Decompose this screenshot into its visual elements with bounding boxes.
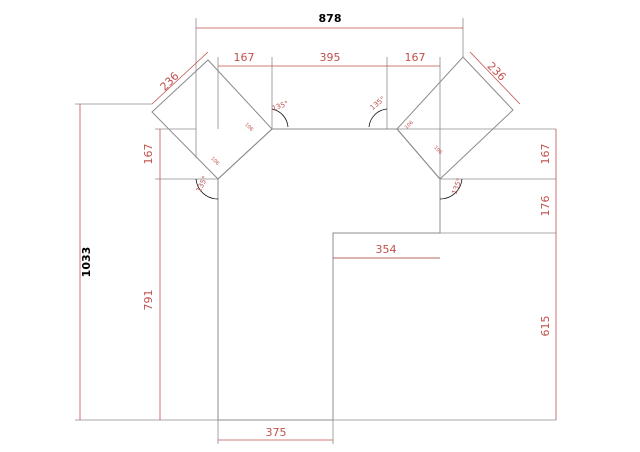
label-top-right-167: 167 <box>405 51 426 64</box>
label-right-167: 167 <box>539 144 552 165</box>
label-angle-top-left: 135° <box>271 99 290 112</box>
arc-top-right <box>368 108 388 128</box>
arc-top-left <box>271 108 289 128</box>
label-878: 878 <box>319 12 342 25</box>
label-left-791: 791 <box>142 290 155 311</box>
label-top-395: 395 <box>320 51 341 64</box>
plan-outline <box>217 128 441 421</box>
label-small-side-right: 106 <box>432 145 443 156</box>
label-top-left-167: 167 <box>234 51 255 64</box>
label-angle-side-left: 135° <box>195 175 209 194</box>
label-angle-side-right: 135° <box>450 177 463 196</box>
arc-side-right <box>439 178 463 200</box>
label-1033: 1033 <box>80 247 93 278</box>
label-375: 375 <box>266 426 287 439</box>
label-left-236: 236 <box>158 70 182 94</box>
label-small-top-right: 106 <box>404 120 415 131</box>
right-chamfer-box <box>396 56 514 180</box>
dim-line-236-right <box>469 51 521 105</box>
label-354: 354 <box>376 243 397 256</box>
label-right-176: 176 <box>539 196 552 217</box>
label-small-side-left: 106 <box>209 156 220 167</box>
label-right-236: 236 <box>484 60 508 84</box>
label-left-167: 167 <box>142 144 155 165</box>
arc-side-left <box>195 178 219 200</box>
label-small-top-left: 106 <box>243 122 254 133</box>
label-right-615: 615 <box>539 316 552 337</box>
dim-line-236-left <box>151 51 209 105</box>
